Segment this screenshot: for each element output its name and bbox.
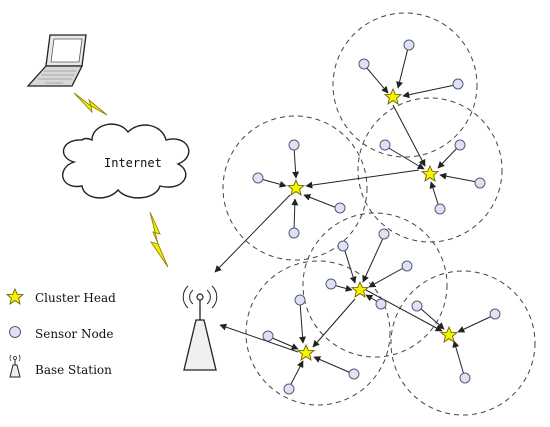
cluster-heads <box>287 88 458 361</box>
links <box>214 47 493 387</box>
cluster-head-icon <box>384 88 402 105</box>
legend-cluster-head-label: Cluster Head <box>35 291 116 305</box>
lightning-icon <box>73 92 108 116</box>
internet-label: Internet <box>104 156 162 170</box>
sensor-node-icon <box>459 372 471 384</box>
lightning-icon <box>149 211 169 268</box>
sensor-node-icon <box>375 298 387 310</box>
sensor-node-icon <box>434 203 446 215</box>
legend-sensor-node-label: Sensor Node <box>35 327 114 341</box>
base-station-icon <box>9 354 21 378</box>
cluster-boundary <box>332 12 478 158</box>
sensor-node-icon <box>283 383 295 395</box>
sensor-node-icon <box>378 228 390 240</box>
sensor-node-icon <box>403 39 415 51</box>
sensor-nodes <box>252 39 501 395</box>
cluster-head-icon <box>421 165 439 182</box>
cluster-boundary <box>245 260 391 406</box>
cluster-head-icon <box>351 281 369 298</box>
cluster-head-icon <box>440 326 458 343</box>
legend-base-station-label: Base Station <box>35 363 112 377</box>
sensor-node-icon <box>379 139 391 151</box>
sensor-node-icon <box>9 326 21 338</box>
sensor-node-icon <box>358 58 370 70</box>
sensor-node-icon <box>288 227 300 239</box>
sensor-node-icon <box>454 139 466 151</box>
cluster-head-icon <box>287 179 305 196</box>
laptop-icon <box>26 34 87 87</box>
sensor-node-icon <box>401 260 413 272</box>
sensor-node-icon <box>411 300 423 312</box>
cluster-boundary <box>302 212 448 358</box>
sensor-node-icon <box>489 308 501 320</box>
cluster-head-icon <box>297 344 315 361</box>
base-station-icon <box>182 285 218 371</box>
sensor-node-icon <box>452 78 464 90</box>
sensor-node-icon <box>294 294 306 306</box>
sensor-node-icon <box>262 330 274 342</box>
cluster-boundary <box>390 270 536 416</box>
sensor-node-icon <box>348 368 360 380</box>
sensor-node-icon <box>334 202 346 214</box>
legend-icons <box>6 288 24 378</box>
sensor-node-icon <box>288 139 300 151</box>
cluster-boundary <box>222 115 368 261</box>
cluster-boundary <box>357 97 503 243</box>
sensor-node-icon <box>337 240 349 252</box>
sensor-node-icon <box>325 278 337 290</box>
cloud-icon <box>62 123 190 199</box>
cluster-head-icon <box>6 288 24 305</box>
sensor-node-icon <box>474 177 486 189</box>
cluster-boundaries <box>222 12 536 416</box>
sensor-node-icon <box>252 172 264 184</box>
